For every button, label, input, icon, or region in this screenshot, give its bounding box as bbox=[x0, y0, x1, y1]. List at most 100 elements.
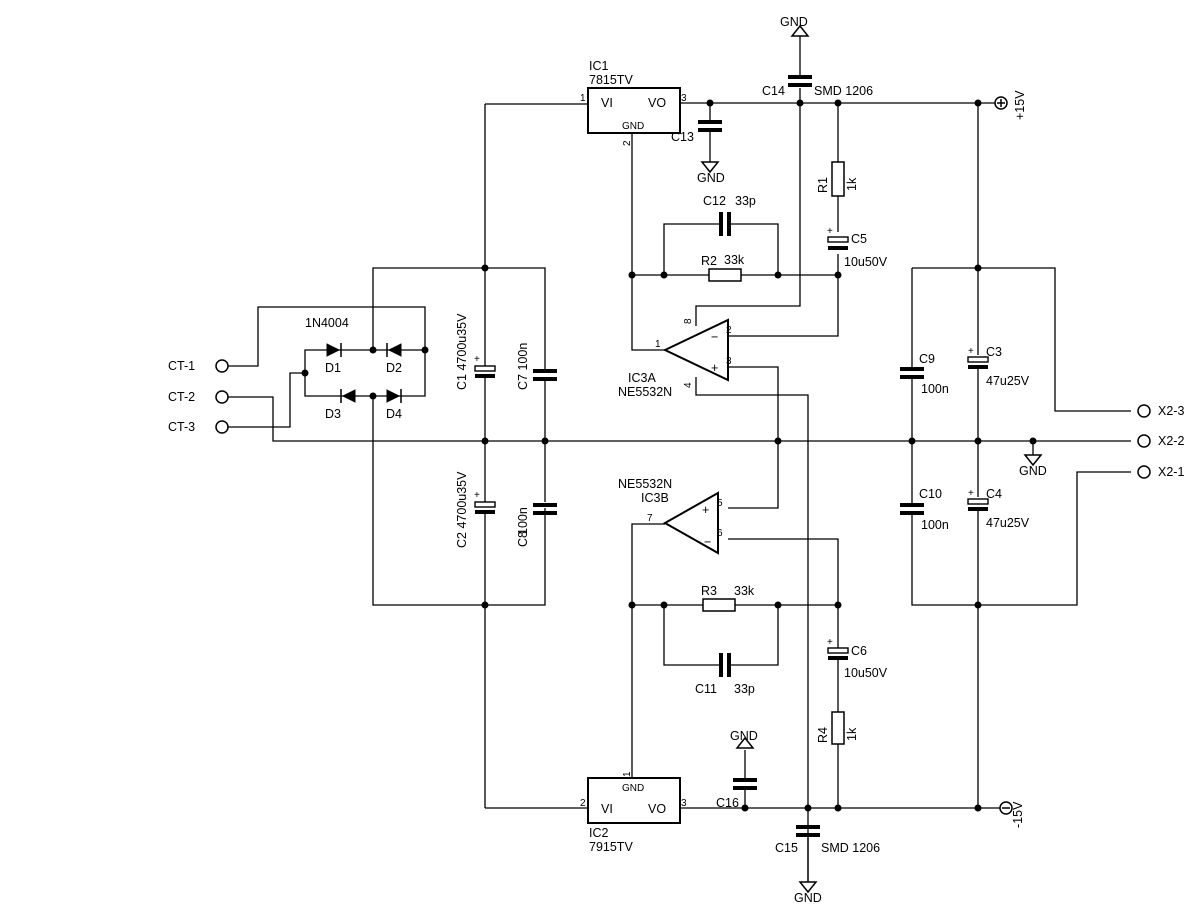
capacitor-c9-label: C9 bbox=[919, 352, 935, 366]
resistor-r4-label: R4 bbox=[816, 727, 830, 743]
capacitor-c9: C9 100n bbox=[900, 352, 949, 396]
resistor-r2-value: 33k bbox=[724, 253, 745, 267]
diode-d4-label: D4 bbox=[386, 407, 402, 421]
connector-x22: X2-2 bbox=[1137, 434, 1184, 448]
capacitor-c3: + C3 47u25V bbox=[967, 345, 1030, 388]
gnd-label-top: GND bbox=[780, 15, 808, 29]
svg-text:+: + bbox=[474, 490, 480, 501]
regulator-ic1: VI VO GND 1 3 2 IC1 7815TV bbox=[580, 59, 687, 146]
capacitor-c8: 100n C8 bbox=[516, 503, 557, 547]
diode-d2: D2 bbox=[386, 343, 402, 375]
resistor-r4-value: 1k bbox=[845, 727, 859, 741]
ic3a-pin-vee: 4 bbox=[683, 382, 694, 388]
ground-symbol-c16: GND bbox=[730, 729, 758, 749]
ground-symbol-right: GND bbox=[1019, 454, 1047, 478]
svg-text:C1 4700u35V: C1 4700u35V bbox=[455, 313, 469, 390]
ic1-value: 7815TV bbox=[589, 73, 633, 87]
capacitor-c2-value: 4700u35V bbox=[455, 471, 469, 529]
ic1-vi-label: VI bbox=[601, 96, 613, 110]
ic3b-pin-noninv: 5 bbox=[717, 498, 723, 509]
capacitor-c14-label: C14 bbox=[762, 84, 785, 98]
capacitor-c15: C15 SMD 1206 bbox=[775, 825, 880, 855]
capacitor-c3-label: C3 bbox=[986, 345, 1002, 359]
svg-text:+: + bbox=[827, 226, 833, 237]
capacitor-c6-value: 10u50V bbox=[844, 666, 888, 680]
supply-pos-15v: +15V bbox=[994, 90, 1027, 120]
ic2-vi-label: VI bbox=[601, 802, 613, 816]
ic3a-pin-out: 1 bbox=[655, 339, 661, 350]
resistor-r1-label: R1 bbox=[816, 177, 830, 193]
ic2-name: IC2 bbox=[589, 826, 609, 840]
capacitor-c10: C10 100n bbox=[900, 487, 949, 532]
capacitor-c5-label: C5 bbox=[851, 232, 867, 246]
ground-symbol-bottom: GND bbox=[794, 881, 822, 905]
capacitor-c4: + C4 47u25V bbox=[967, 487, 1030, 530]
capacitor-c10-label: C10 bbox=[919, 487, 942, 501]
ic1-pin-in: 1 bbox=[580, 93, 586, 104]
svg-text:+: + bbox=[702, 503, 709, 517]
ic1-vo-label: VO bbox=[648, 96, 666, 110]
diode-d1-label: D1 bbox=[325, 361, 341, 375]
supply-neg-label: -15V bbox=[1011, 801, 1025, 828]
resistor-r1: R1 1k bbox=[816, 161, 859, 197]
resistor-r1-value: 1k bbox=[845, 177, 859, 191]
svg-text:C2 4700u35V: C2 4700u35V bbox=[455, 471, 469, 548]
ic3a-pin-inv: 2 bbox=[726, 325, 732, 336]
ic3b-pin-inv: 6 bbox=[717, 528, 723, 539]
svg-text:+: + bbox=[968, 488, 974, 499]
svg-text:+: + bbox=[474, 354, 480, 365]
capacitor-c12: C12 33p bbox=[703, 194, 756, 236]
connector-ct1-label: CT-1 bbox=[168, 359, 195, 373]
resistor-r3-value: 33k bbox=[734, 584, 755, 598]
ic2-gnd-label: GND bbox=[622, 783, 644, 794]
ic3b-value: NE5532N bbox=[618, 477, 672, 491]
ground-symbol-top: GND bbox=[780, 15, 810, 37]
capacitor-c15-value: SMD 1206 bbox=[821, 841, 880, 855]
svg-text:C7 100n: C7 100n bbox=[516, 343, 530, 390]
ic2-pin-gnd: 1 bbox=[622, 771, 633, 777]
ic3b-pin-out: 7 bbox=[647, 513, 653, 524]
ic3b-name: IC3B bbox=[641, 491, 669, 505]
junctions bbox=[301, 99, 1037, 812]
capacitor-c10-value: 100n bbox=[921, 518, 949, 532]
capacitor-c12-label: C12 bbox=[703, 194, 726, 208]
ic2-pin-out: 3 bbox=[681, 798, 687, 809]
ic2-value: 7915TV bbox=[589, 840, 633, 854]
resistor-r3: R3 33k bbox=[701, 584, 755, 612]
capacitor-c6-label: C6 bbox=[851, 644, 867, 658]
capacitor-c13: C13 bbox=[671, 120, 722, 144]
capacitor-c7: C7 100n bbox=[516, 343, 557, 390]
ic1-gnd-label: GND bbox=[622, 121, 644, 132]
gnd-label-c13: GND bbox=[697, 171, 725, 185]
diode-d2-label: D2 bbox=[386, 361, 402, 375]
capacitor-c5-value: 10u50V bbox=[844, 255, 888, 269]
diode-d3-label: D3 bbox=[325, 407, 341, 421]
bridge-type-label: 1N4004 bbox=[305, 316, 349, 330]
capacitor-c13-label: C13 bbox=[671, 130, 694, 144]
connector-ct2: CT-2 bbox=[168, 390, 229, 404]
resistor-r3-label: R3 bbox=[701, 584, 717, 598]
diode-d4: D4 bbox=[386, 389, 402, 421]
ic3a-pin-vcc: 8 bbox=[683, 318, 694, 324]
svg-text:−: − bbox=[711, 330, 718, 344]
connector-x23: X2-3 bbox=[1137, 404, 1184, 418]
resistor-r2-label: R2 bbox=[701, 254, 717, 268]
connector-x21-label: X2-1 bbox=[1158, 465, 1184, 479]
capacitor-c5: + C5 10u50V bbox=[827, 226, 888, 269]
ic1-pin-out: 3 bbox=[681, 93, 687, 104]
capacitor-c1: + C1 4700u35V bbox=[455, 313, 496, 390]
capacitor-c8-value: 100n bbox=[516, 507, 530, 535]
ic3a-value: NE5532N bbox=[618, 385, 672, 399]
supply-neg-15v: -15V bbox=[999, 801, 1025, 828]
resistor-r2: R2 33k bbox=[701, 253, 745, 282]
ic1-name: IC1 bbox=[589, 59, 609, 73]
resistor-r4: R4 1k bbox=[816, 711, 859, 745]
svg-text:+: + bbox=[968, 346, 974, 357]
capacitor-c9-value: 100n bbox=[921, 382, 949, 396]
connector-x23-label: X2-3 bbox=[1158, 404, 1184, 418]
capacitor-c14: C14 SMD 1206 bbox=[762, 75, 873, 98]
svg-text:+: + bbox=[711, 361, 718, 375]
capacitor-c15-label: C15 bbox=[775, 841, 798, 855]
gnd-label-right: GND bbox=[1019, 464, 1047, 478]
